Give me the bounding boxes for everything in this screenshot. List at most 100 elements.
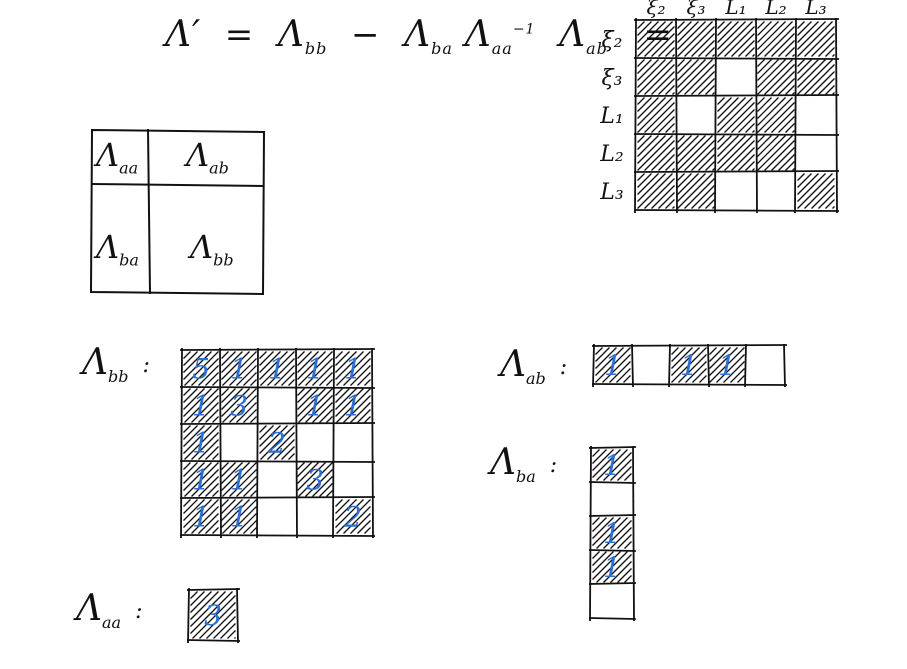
- result-hatch-2-3: [757, 97, 795, 133]
- result-gridlines: [633, 17, 840, 214]
- lambda-ab-value-0-0: 1: [604, 349, 622, 382]
- lambda-bb-hatch-0-2: [259, 351, 295, 386]
- result-col-label-1: ξ₃: [686, 0, 705, 19]
- result-col-label-3: L₂: [764, 0, 786, 19]
- block-ba: Λba: [96, 228, 139, 269]
- lambda-ab-value-0-2: 1: [680, 349, 698, 382]
- lambda-ab-label: Λab:: [500, 344, 567, 388]
- lambda-bb-label: Λbb:: [82, 342, 150, 386]
- result-hatch-0-4: [797, 21, 835, 57]
- result-hatch-1-3: [757, 59, 795, 95]
- lambda-bb-hatch-1-3: [297, 388, 333, 423]
- result-row-label-2: L₁: [599, 104, 623, 129]
- formula-term-ab-sub: ab: [586, 38, 608, 58]
- lambda-aa-hatch-0-0: [190, 591, 236, 639]
- result-hatch-2-0: [637, 97, 675, 133]
- lambda-bb-hatch-0-3: [297, 351, 333, 386]
- result-col-label-2: L₁: [724, 0, 746, 19]
- formula-term-aa: Λ: [464, 14, 492, 55]
- lambda-aa-sym: Λ: [76, 588, 102, 629]
- lambda-aa-sub: aa: [102, 613, 122, 633]
- result-hatch-4-4: [797, 173, 835, 209]
- result-hatch-0-1: [677, 21, 715, 57]
- lambda-bb-value-3-0: 1: [192, 464, 210, 497]
- block-bb: Λbb: [190, 228, 234, 269]
- lambda-bb-hatch-0-0: [183, 351, 219, 386]
- lambda-bb-value-1-1: 3: [230, 390, 248, 423]
- block-bb-sym: Λ: [190, 228, 214, 266]
- lambda-bb-hatch-2-0: [183, 425, 219, 460]
- lambda-ba-matrix: 111: [588, 445, 637, 622]
- lambda-ab-hatch-0-3: [709, 347, 745, 383]
- lambda-bb-hatch-1-1: [221, 388, 257, 423]
- lambda-bb-gridlines: [179, 347, 376, 539]
- lambda-aa-colon: :: [135, 598, 143, 624]
- formula-term-bb-sub: bb: [304, 38, 328, 58]
- result-hatch-1-1: [677, 59, 715, 95]
- lambda-bb-value-0-3: 1: [306, 353, 324, 386]
- lambda-bb-value-2-0: 1: [192, 427, 210, 460]
- lambda-bb-hatch-4-1: [221, 499, 257, 534]
- lambda-ba-hatch-0-0: [592, 449, 632, 481]
- result-row-label-1: ξ₃: [602, 66, 623, 91]
- lambda-bb-value-4-4: 2: [343, 501, 362, 534]
- block-aa-sub: aa: [119, 158, 139, 178]
- lambda-ba-hatch-2-0: [592, 517, 632, 549]
- formula-term-aa-sub: aa: [491, 38, 513, 58]
- lambda-ba-value-0-0: 1: [603, 449, 621, 482]
- lambda-ba-gridlines: [588, 445, 637, 622]
- result-hatch-3-2: [717, 135, 755, 171]
- lambda-aa-label: Λaa:: [76, 588, 143, 632]
- result-row-label-0: ξ₂: [602, 28, 623, 53]
- formula-term-aa-sup: −1: [512, 21, 536, 38]
- lambda-bb-hatch-1-4: [335, 388, 371, 423]
- lambda-bb-value-0-1: 1: [230, 353, 248, 386]
- result-col-label-0: ξ₂: [646, 0, 665, 19]
- lambda-bb-hatch-3-1: [221, 462, 257, 497]
- lambda-bb-value-2-2: 2: [267, 427, 286, 460]
- result-col-label-4: L₃: [804, 0, 826, 19]
- lambda-bb-hatch-3-3: [297, 462, 333, 497]
- lambda-aa-gridlines: [186, 587, 241, 644]
- lambda-bb-value-1-3: 1: [306, 390, 324, 423]
- lambda-ba-sub: ba: [516, 467, 536, 487]
- formula-term-ba: Λ: [404, 14, 432, 55]
- result-hatch-1-4: [797, 59, 835, 95]
- result-hatch-0-3: [757, 21, 795, 57]
- block-aa-sym: Λ: [96, 136, 120, 174]
- lambda-bb-hatch-4-0: [183, 499, 219, 534]
- lambda-bb-sub: bb: [108, 367, 129, 387]
- block-ab-sym: Λ: [186, 136, 210, 174]
- formula-minus: −: [351, 15, 381, 55]
- result-hatch-0-0: [637, 21, 675, 57]
- lambda-ab-colon: :: [559, 354, 568, 380]
- lambda-bb-value-0-2: 1: [268, 353, 286, 386]
- block-bb-sub: bb: [213, 250, 234, 270]
- block-ba-sym: Λ: [96, 228, 120, 266]
- formula-term-ba-sub: ba: [431, 38, 453, 58]
- block-ab-sub: ab: [209, 158, 229, 178]
- lambda-ab-value-0-3: 1: [718, 349, 736, 382]
- result-hatch-4-0: [637, 173, 675, 209]
- lambda-bb-hatch-2-2: [259, 425, 295, 460]
- formula-equals: =: [224, 15, 255, 55]
- lambda-bb-hatch-0-4: [335, 351, 371, 386]
- result-hatch-3-0: [637, 135, 675, 171]
- lambda-ba-hatch-3-0: [592, 551, 632, 583]
- formula-term-bb: Λ: [277, 14, 305, 55]
- lambda-bb-value-3-3: 3: [306, 464, 324, 497]
- result-hatch-0-2: [717, 21, 755, 57]
- lambda-bb-hatch-0-1: [221, 351, 257, 386]
- lambda-bb-value-1-0: 1: [192, 390, 210, 423]
- lambda-aa-value-0-0: 3: [204, 599, 222, 632]
- block-ab: Λab: [186, 136, 229, 177]
- lambda-ba-value-2-0: 1: [603, 517, 621, 550]
- result-row-label-4: L₃: [599, 180, 623, 205]
- lambda-ba-colon: :: [549, 452, 558, 478]
- lambda-bb-value-3-1: 1: [230, 464, 248, 497]
- lambda-ab-gridlines: [591, 343, 788, 388]
